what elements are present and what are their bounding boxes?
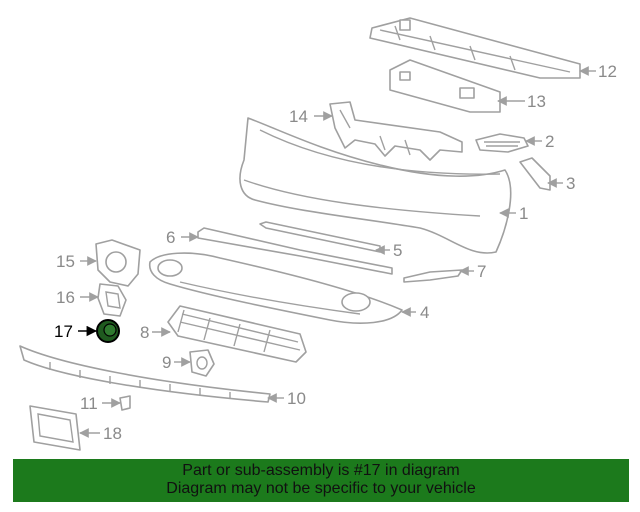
highlighted-part-17 [96, 319, 120, 343]
bezel-ring [97, 283, 127, 317]
callout-labels: 12 13 14 2 3 1 6 5 15 7 16 4 17 8 9 10 1… [54, 62, 617, 443]
small-bezel [189, 349, 215, 377]
energy-absorber [329, 101, 463, 161]
side-bracket [519, 157, 551, 191]
retainer-clip [119, 395, 131, 411]
bumper-cover [239, 117, 512, 254]
lower-grille [167, 305, 307, 363]
parts-diagram: 12 13 14 2 3 1 6 5 15 7 16 4 17 8 9 10 1… [19, 17, 617, 451]
lower-fascia [148, 252, 403, 324]
callout-1: 1 [519, 204, 528, 223]
callout-5: 5 [393, 241, 402, 260]
banner-line-1: Part or sub-assembly is #17 in diagram [182, 462, 460, 479]
callout-15: 15 [56, 252, 75, 271]
callout-13: 13 [527, 92, 546, 111]
license-plate-bracket [29, 405, 81, 451]
callout-12: 12 [598, 62, 617, 81]
callout-14: 14 [289, 107, 308, 126]
bumper-reinforcement-bar [369, 17, 581, 79]
banner-line-2: Diagram may not be specific to your vehi… [166, 480, 476, 497]
fog-lamp-bezel [95, 239, 141, 287]
air-dam [19, 345, 271, 403]
callout-11: 11 [80, 394, 98, 413]
bumper-bracket-plate [389, 59, 501, 113]
callout-2: 2 [545, 132, 554, 151]
side-trim [403, 269, 463, 283]
leader-arrows [78, 66, 596, 438]
upper-trim-strip [197, 227, 393, 275]
callout-18: 18 [103, 424, 122, 443]
callout-8: 8 [140, 323, 149, 342]
callout-17: 17 [54, 322, 73, 341]
info-banner: Part or sub-assembly is #17 in diagram D… [13, 459, 629, 502]
callout-10: 10 [287, 389, 306, 408]
callout-9: 9 [162, 353, 171, 372]
grille-insert [475, 133, 529, 153]
callout-3: 3 [566, 174, 575, 193]
callout-6: 6 [166, 228, 175, 247]
callout-16: 16 [56, 288, 75, 307]
callout-7: 7 [477, 262, 486, 281]
callout-4: 4 [420, 303, 429, 322]
